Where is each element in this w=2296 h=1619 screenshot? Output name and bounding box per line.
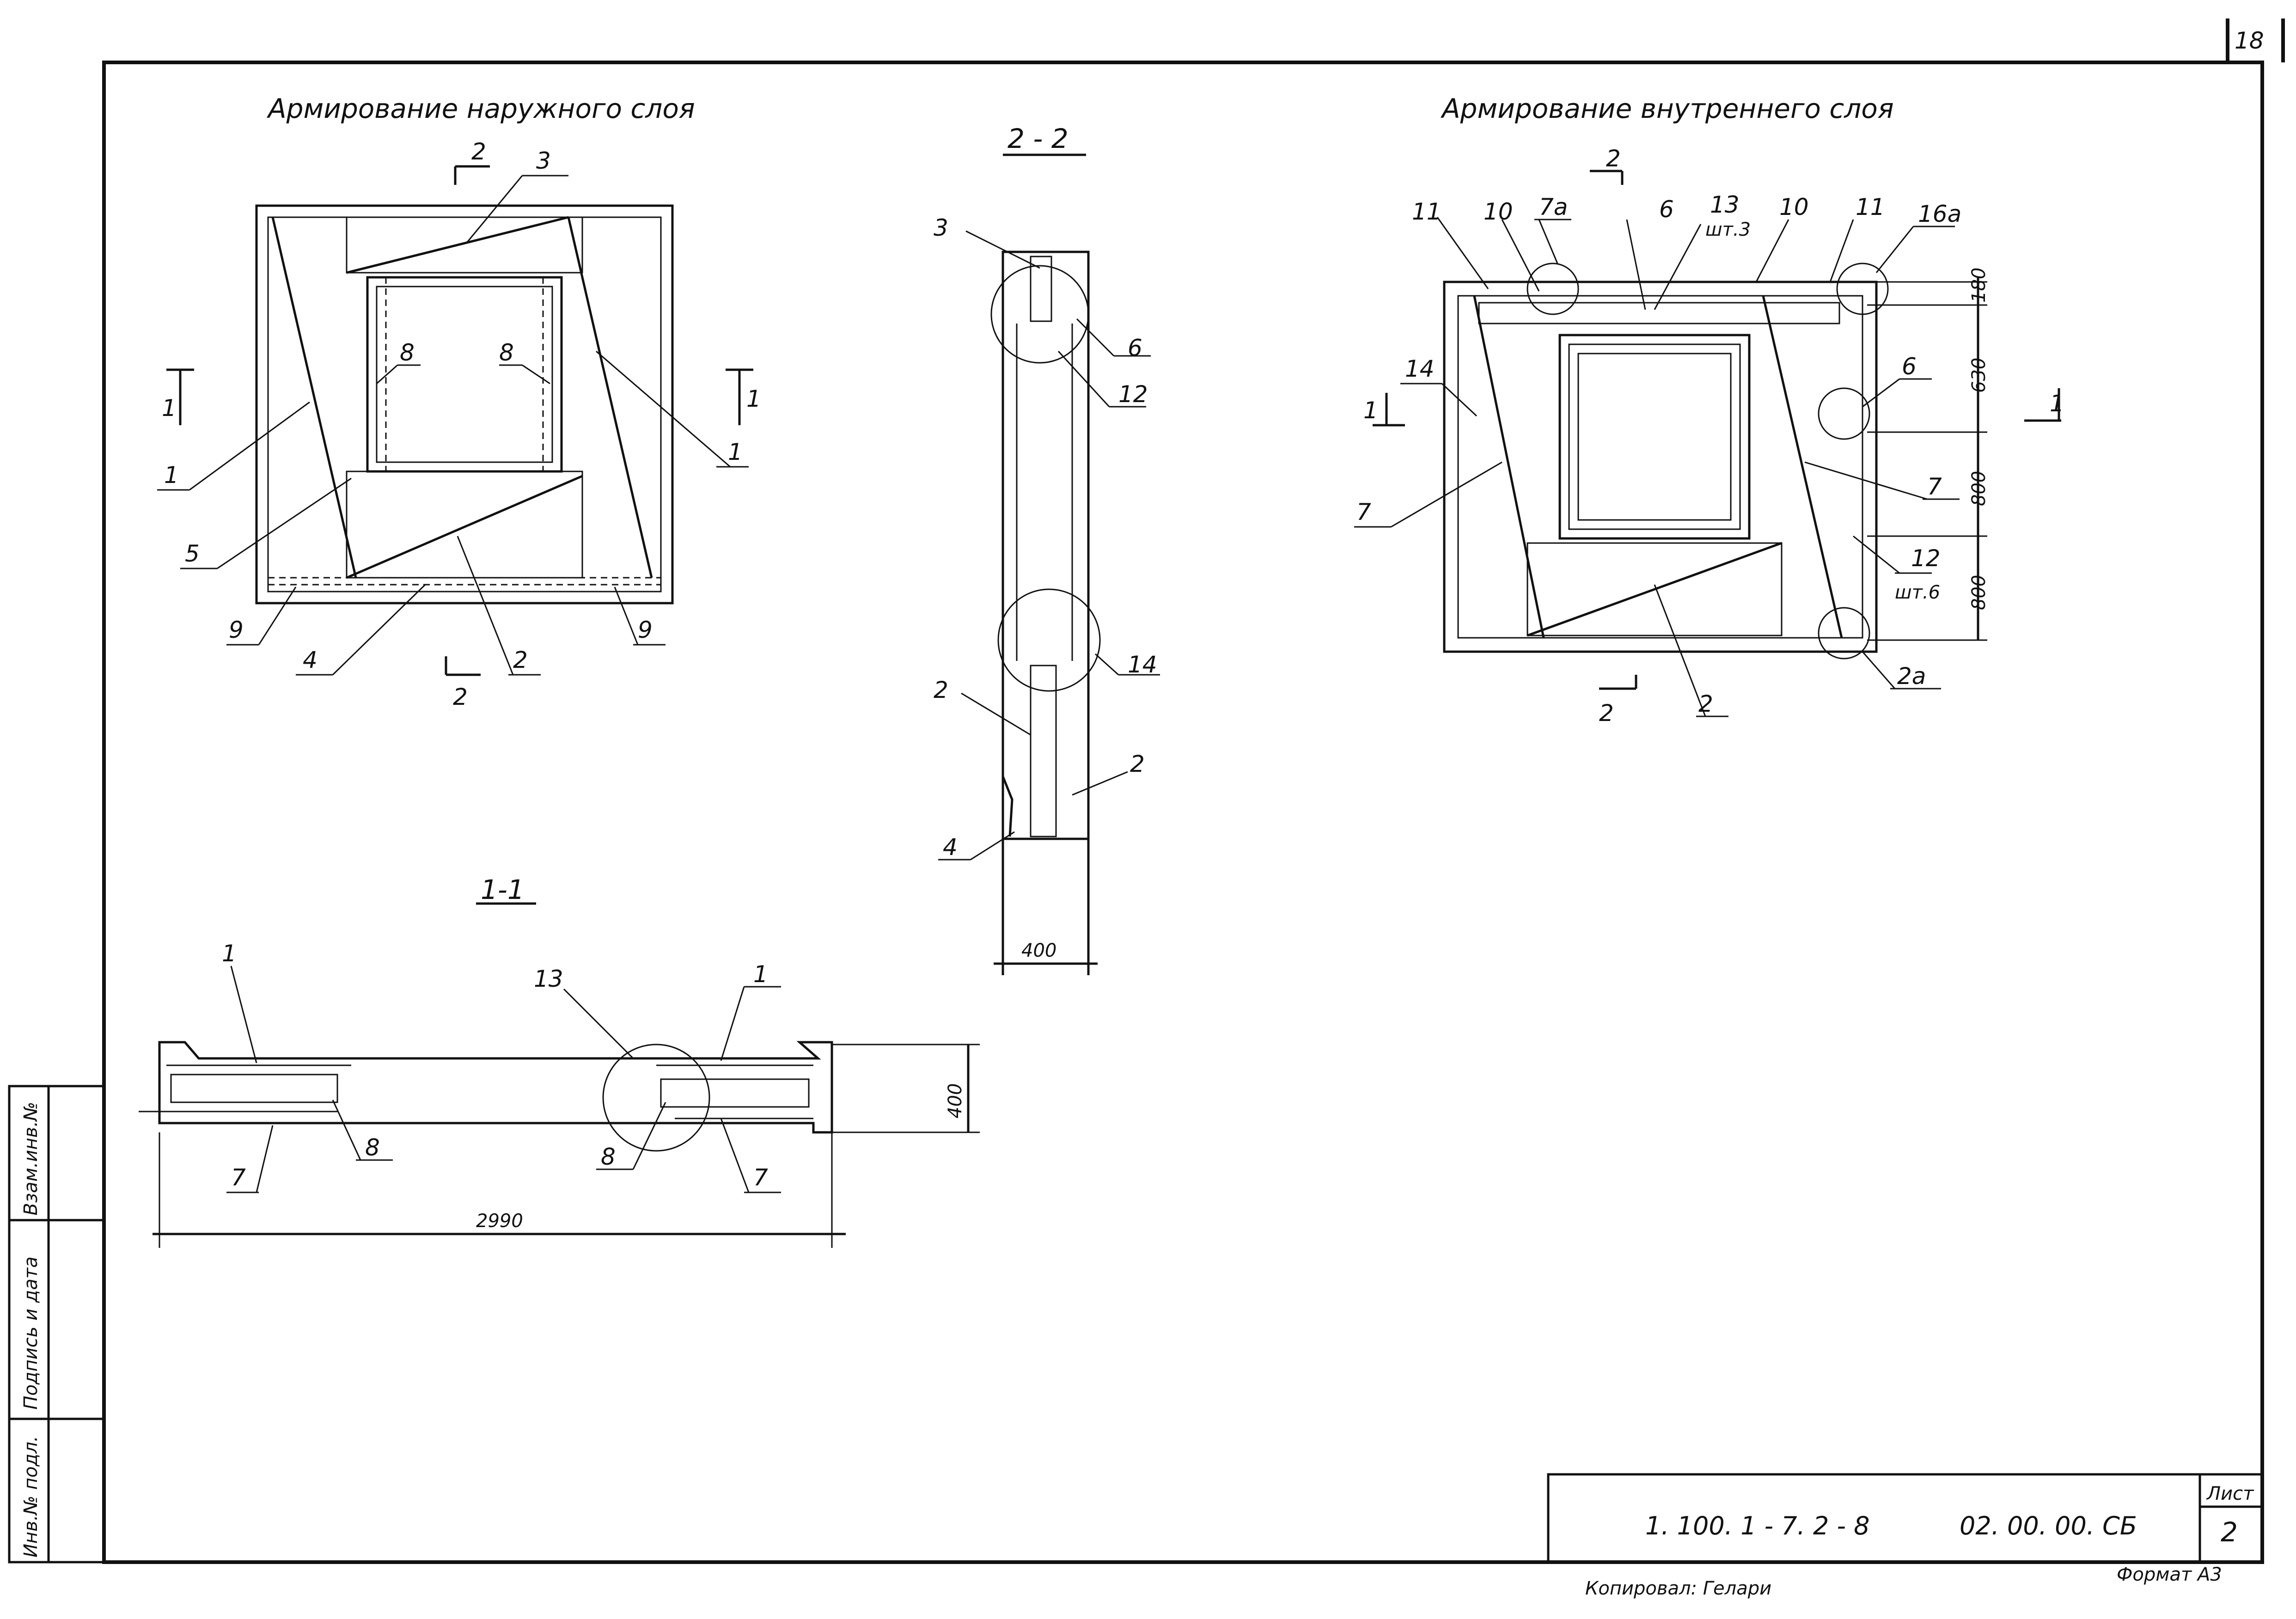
s11-dim-width: 2990 xyxy=(476,1210,523,1232)
s22-callout-12: 12 xyxy=(1118,381,1148,408)
sheet-number: 2 xyxy=(2221,1516,2238,1548)
inner-callout-10a: 10 xyxy=(1484,198,1513,225)
inner-callout-13-qty: шт.3 xyxy=(1705,219,1751,240)
outer-callout-8a: 8 xyxy=(400,339,415,366)
s11-callout-1b: 1 xyxy=(753,961,768,988)
s22-callout-2b: 2 xyxy=(1130,751,1145,777)
inner-dim-800a: 800 xyxy=(1968,471,1990,506)
outer-callout-2: 2 xyxy=(513,647,528,673)
outer-callout-1a: 1 xyxy=(164,462,179,489)
s11-callout-7b: 7 xyxy=(753,1164,768,1191)
inner-sec-mark-bottom: 2 xyxy=(1599,700,1614,727)
s22-callout-14: 14 xyxy=(1128,651,1157,678)
inner-dim-630: 630 xyxy=(1968,358,1990,393)
outer-callout-3: 3 xyxy=(536,147,551,174)
inner-sec-mark-top: 2 xyxy=(1606,145,1621,172)
outer-sec-mark-right: 1 xyxy=(746,385,761,412)
section-22-dim: 400 xyxy=(1021,940,1056,961)
doc-code: 02. 00. 00. СБ xyxy=(1960,1511,2137,1540)
side-stamp: Инв.№ подл. Подпись и дата Взам.инв.№ xyxy=(8,1085,105,1564)
inner-callout-12-qty: шт.6 xyxy=(1895,582,1940,603)
inner-callout-7right: 7 xyxy=(1927,473,1942,500)
outer-callout-5: 5 xyxy=(185,540,200,567)
inner-callout-7a: 7а xyxy=(1539,194,1568,220)
outer-callout-9a: 9 xyxy=(229,617,244,643)
inner-callout-13: 13 xyxy=(1710,191,1740,218)
s22-callout-3: 3 xyxy=(934,214,948,241)
section-22-title: 2 - 2 xyxy=(1008,123,1069,154)
outer-sec-mark-top: 2 xyxy=(471,138,486,165)
s11-callout-8b: 8 xyxy=(601,1143,616,1170)
stamp-podpis-data: Подпись и дата xyxy=(20,1257,42,1410)
section-2-2-view: 2 - 2 400 3 6 12 2 14 2 4 xyxy=(934,123,1160,975)
s11-callout-7a: 7 xyxy=(231,1164,246,1191)
outer-layer-view: Армирование наружного слоя 2 2 1 1 3 8 8 xyxy=(157,93,761,710)
s22-callout-6: 6 xyxy=(1128,335,1142,361)
outer-callout-1b: 1 xyxy=(728,439,743,465)
outer-layer-title: Армирование наружного слоя xyxy=(266,93,695,124)
s11-callout-8a: 8 xyxy=(365,1134,380,1161)
inner-layer-title: Армирование внутреннего слоя xyxy=(1440,93,1894,124)
sheet-frame: 18 xyxy=(102,18,2285,1564)
s11-dim-height: 400 xyxy=(945,1083,966,1118)
inner-callout-2: 2 xyxy=(1698,690,1713,717)
inner-sec-mark-left: 1 xyxy=(1363,397,1378,424)
inner-callout-7left: 7 xyxy=(1356,499,1371,525)
s11-callout-1a: 1 xyxy=(222,940,237,967)
stamp-vzam-inv: Взам.инв.№ xyxy=(20,1102,42,1216)
corner-number: 18 xyxy=(2235,27,2264,54)
inner-callout-6right: 6 xyxy=(1902,353,1917,380)
s22-callout-2a: 2 xyxy=(934,677,948,703)
outer-callout-9b: 9 xyxy=(638,617,653,643)
stamp-inv-podl: Инв.№ подл. xyxy=(20,1436,42,1558)
copied-by: Копировал: Гелари xyxy=(1585,1578,1771,1599)
inner-callout-2a: 2а xyxy=(1897,663,1926,690)
s22-callout-4: 4 xyxy=(943,834,958,861)
inner-callout-16a: 16а xyxy=(1918,201,1961,227)
inner-callout-11b: 11 xyxy=(1856,194,1885,220)
inner-callout-6top: 6 xyxy=(1659,196,1674,223)
s11-callout-13: 13 xyxy=(534,965,563,992)
inner-dim-800b: 800 xyxy=(1968,575,1990,610)
outer-sec-mark-bottom: 2 xyxy=(453,684,468,710)
inner-callout-10b: 10 xyxy=(1779,194,1809,220)
doc-series: 1. 100. 1 - 7. 2 - 8 xyxy=(1645,1511,1869,1540)
inner-callout-11a: 11 xyxy=(1412,198,1441,225)
inner-layer-view: Армирование внутреннего слоя 180 630 800… xyxy=(1354,93,2064,727)
format-label: Формат А3 xyxy=(2117,1564,2222,1585)
inner-sec-mark-right: 1 xyxy=(2050,390,2064,417)
outer-sec-mark-left: 1 xyxy=(162,395,177,422)
inner-callout-14: 14 xyxy=(1405,355,1435,382)
outer-callout-8b: 8 xyxy=(499,339,514,366)
inner-callout-12: 12 xyxy=(1911,545,1941,572)
outer-callout-4: 4 xyxy=(303,647,318,673)
section-1-1-view: 1-1 2990 400 1 13 1 7 8 8 7 xyxy=(139,874,980,1248)
section-11-title: 1-1 xyxy=(481,874,525,905)
inner-dim-180: 180 xyxy=(1968,268,1990,303)
sheet-label: Лист xyxy=(2206,1483,2254,1504)
title-block: Лист 2 1. 100. 1 - 7. 2 - 8 02. 00. 00. … xyxy=(1547,1473,2264,1599)
